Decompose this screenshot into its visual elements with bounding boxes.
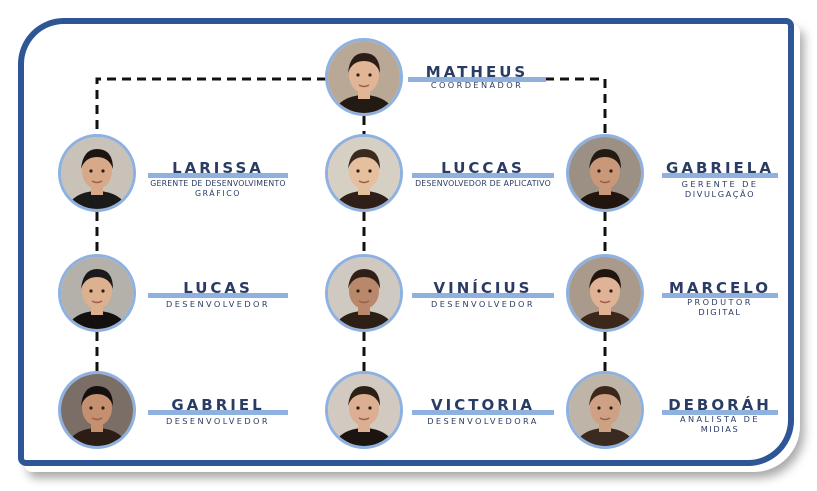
role-lucas: DESENVOLVEDOR — [148, 299, 288, 309]
role-line: DESENVOLVEDOR — [166, 299, 270, 309]
role-line: GERENTE DE DESENVOLVIMENTO — [150, 179, 286, 188]
person-photo-icon — [328, 374, 400, 446]
person-photo-icon — [328, 257, 400, 329]
name-underline-larissa — [148, 173, 288, 178]
name-gabriel: GABRIEL — [171, 396, 265, 414]
person-photo-icon — [61, 137, 133, 209]
role-matheus: COORDENADOR — [408, 80, 546, 90]
role-line: DIGITAL — [698, 307, 742, 317]
person-photo-icon — [569, 257, 641, 329]
avatar-deborah — [566, 371, 644, 449]
name-matheus: MATHEUS — [425, 63, 529, 81]
role-victoria: DESENVOLVEDORA — [412, 416, 554, 426]
person-photo-icon — [569, 137, 641, 209]
role-line: MIDIAS — [700, 424, 740, 434]
name-underline-gabriela — [662, 173, 778, 178]
name-luccas: LUCCAS — [441, 159, 525, 177]
name-larissa: LARISSA — [172, 159, 264, 177]
name-victoria: VICTORIA — [431, 396, 535, 414]
role-line: PRODUTOR — [687, 297, 753, 307]
role-line: ANALISTA DE — [680, 414, 760, 424]
person-photo-icon — [328, 137, 400, 209]
person-photo-icon — [569, 374, 641, 446]
role-luccas: DESENVOLVEDOR DE APLICATIVO — [412, 179, 554, 189]
role-line: DESENVOLVEDORA — [427, 416, 539, 426]
avatar-matheus — [325, 38, 403, 116]
avatar-victoria — [325, 371, 403, 449]
connector-top-right — [545, 77, 607, 135]
avatar-vinicius — [325, 254, 403, 332]
role-line: DESENVOLVEDOR — [166, 416, 270, 426]
name-underline-luccas — [412, 173, 554, 178]
role-line: GRÁFICO — [194, 189, 242, 198]
role-line: COORDENADOR — [430, 80, 524, 90]
role-line: DESENVOLVEDOR — [431, 299, 535, 309]
role-gabriel: DESENVOLVEDOR — [148, 416, 288, 426]
role-line: DESENVOLVEDOR DE APLICATIVO — [415, 179, 551, 188]
role-line: DIVULGAÇÃO — [684, 189, 756, 199]
connector-top-left — [95, 77, 326, 135]
name-underline-gabriel — [148, 410, 288, 415]
role-vinicius: DESENVOLVEDOR — [412, 299, 554, 309]
name-underline-lucas — [148, 293, 288, 298]
avatar-gabriela — [566, 134, 644, 212]
name-deborah: DEBORÁH — [668, 396, 772, 414]
role-line: GERENTE DE — [681, 179, 759, 189]
name-gabriela: GABRIELA — [666, 159, 774, 177]
avatar-lucas — [58, 254, 136, 332]
name-marcelo: MARCELO — [668, 279, 772, 297]
name-underline-deborah — [662, 410, 778, 415]
name-underline-matheus — [408, 77, 546, 82]
name-underline-marcelo — [662, 293, 778, 298]
person-photo-icon — [61, 257, 133, 329]
org-chart-frame — [18, 18, 794, 466]
person-photo-icon — [328, 41, 400, 113]
avatar-luccas — [325, 134, 403, 212]
avatar-larissa — [58, 134, 136, 212]
name-underline-vinicius — [412, 293, 554, 298]
name-lucas: LUCAS — [183, 279, 253, 297]
name-underline-victoria — [412, 410, 554, 415]
name-vinicius: VINÍCIUS — [433, 279, 533, 297]
person-photo-icon — [61, 374, 133, 446]
avatar-gabriel — [58, 371, 136, 449]
avatar-marcelo — [566, 254, 644, 332]
